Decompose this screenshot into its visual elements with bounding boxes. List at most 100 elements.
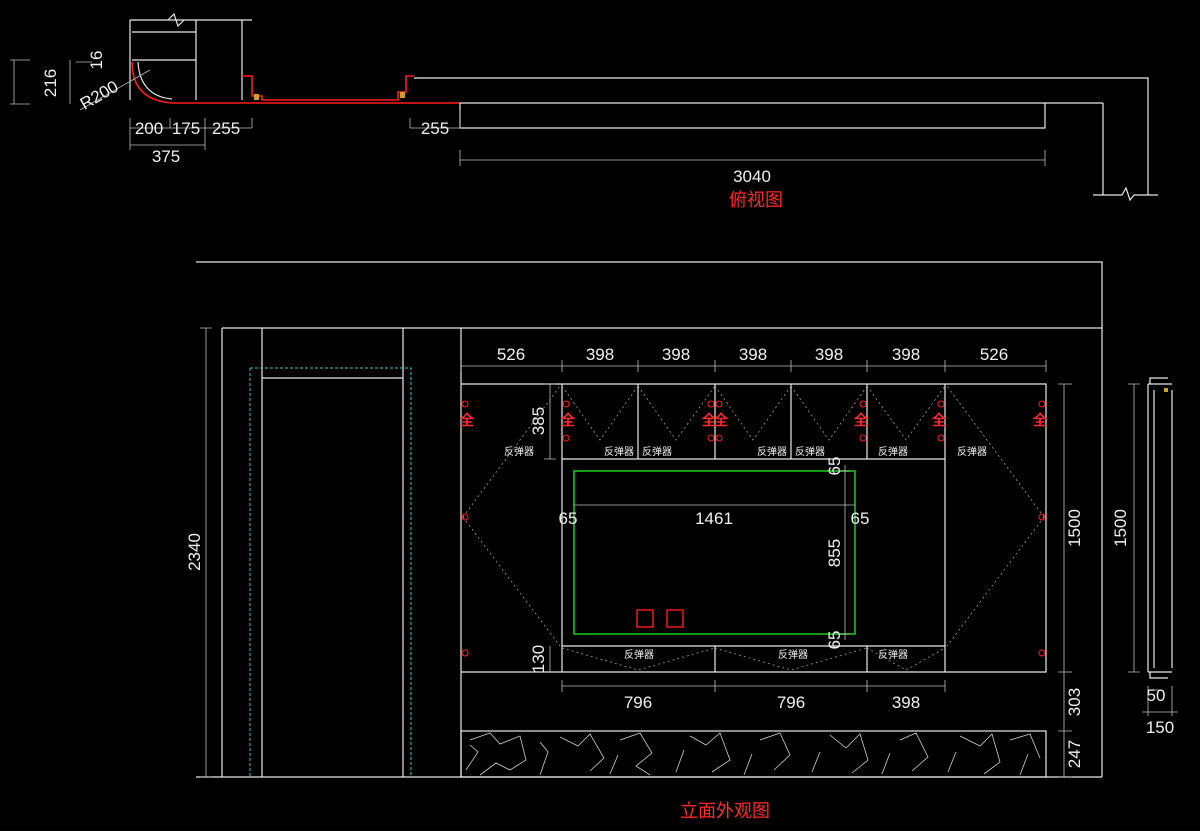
- tv-dim-right: 65: [851, 509, 870, 528]
- dim-r200: R200: [77, 77, 122, 114]
- dim-16: 16: [87, 51, 106, 70]
- rebound-label-2: 反弹器: [604, 445, 634, 458]
- stone-texture: [469, 732, 1041, 776]
- top-view-break-mark-right: [1093, 186, 1158, 202]
- lower-door-swing-lines: [561, 647, 946, 671]
- top-width-4: 398: [739, 345, 767, 364]
- dim-1500: 1500: [1065, 509, 1084, 547]
- hinge-markers: [461, 400, 1046, 657]
- right-door-swing-lines: [946, 385, 1045, 647]
- rebound-label-8: 反弹器: [624, 648, 654, 661]
- top-view-dim-lines: [129, 118, 253, 150]
- dim-385: 385: [529, 407, 548, 435]
- socket-2: [666, 609, 684, 628]
- cabinet-verticals: [561, 384, 946, 672]
- stone-texture-2: [465, 741, 1029, 776]
- rebound-label-5: 反弹器: [795, 445, 825, 458]
- right-height-dim-line: [1058, 383, 1072, 778]
- side-view-hinge: [1164, 388, 1168, 392]
- top-width-1: 526: [497, 345, 525, 364]
- top-width-3: 398: [662, 345, 690, 364]
- top-view-break-mark: [167, 12, 185, 28]
- elevation-ceiling: [196, 261, 1103, 777]
- top-width-7: 526: [980, 345, 1008, 364]
- bottom-width-2: 796: [777, 693, 805, 712]
- dim-3040: 3040: [733, 167, 771, 186]
- side-bottom-dim-lines: [1142, 686, 1178, 716]
- rebound-label-1: 反弹器: [504, 445, 534, 458]
- top-width-dim-line: [460, 360, 1047, 372]
- upper-door-swing-lines: [561, 385, 946, 441]
- bottom-width-dim-line: [561, 680, 946, 692]
- handle-glyph-4: 全: [713, 412, 729, 428]
- elevation-side-panels: [221, 328, 462, 777]
- rebound-label-10: 反弹器: [878, 648, 908, 661]
- rebound-label-6: 反弹器: [878, 445, 908, 458]
- stone-base-panel: [460, 730, 1047, 778]
- dim-130: 130: [529, 645, 548, 673]
- tv-outline: [573, 470, 856, 635]
- top-width-2: 398: [586, 345, 614, 364]
- top-view-cabinet: [414, 77, 1149, 195]
- side-dim-1500: 1500: [1111, 509, 1130, 547]
- top-view-dim-3040: [459, 150, 1046, 166]
- side-view-profile: [1147, 383, 1173, 673]
- dim-247: 247: [1065, 740, 1084, 768]
- top-view: 216 16 R200 200 175 255 375 255 3040 俯视图: [10, 12, 1158, 210]
- top-view-curve-inner: [137, 61, 173, 100]
- socket-1: [636, 609, 654, 628]
- tv-dim-width: 1461: [695, 509, 733, 528]
- top-view-curve: [131, 61, 250, 104]
- side-view-caps: [1149, 377, 1168, 679]
- dim-255-a: 255: [212, 119, 240, 138]
- dim-2340: 2340: [185, 533, 204, 571]
- top-width-6: 398: [892, 345, 920, 364]
- side-dim-50: 50: [1147, 686, 1166, 705]
- handle-glyph-1: 全: [459, 412, 475, 428]
- top-view-dim-vertical: [10, 59, 92, 105]
- dim-216: 216: [41, 69, 60, 97]
- left-door-swing-lines: [462, 385, 561, 647]
- top-width-5: 398: [815, 345, 843, 364]
- side-view: 1500 50 150: [1111, 377, 1178, 737]
- tv-dim-lines: [574, 465, 855, 640]
- top-view-hinge-right: [400, 92, 405, 98]
- top-view-hinge-left: [254, 94, 259, 100]
- side-dim-1500-line: [1128, 383, 1140, 673]
- dim-200: 200: [135, 119, 163, 138]
- bottom-width-1: 796: [624, 693, 652, 712]
- top-view-wall-inner: [132, 31, 196, 61]
- handle-glyph-2: 全: [560, 412, 576, 428]
- tv-dim-top: 65: [825, 457, 844, 476]
- dim-375: 375: [152, 147, 180, 166]
- handle-glyph-6: 全: [931, 412, 947, 428]
- bottom-width-3: 398: [892, 693, 920, 712]
- dim-303: 303: [1065, 688, 1084, 716]
- top-view-title: 俯视图: [729, 190, 783, 210]
- tv-dim-left: 65: [559, 509, 578, 528]
- rebound-label-4: 反弹器: [757, 445, 787, 458]
- top-view-radius-leader: [79, 69, 151, 111]
- rebound-label-7: 反弹器: [957, 445, 987, 458]
- cabinet-lower-shelf: [562, 645, 945, 672]
- elevation-view: 全 全 全 全 全 全 全 反弹器 反弹器 反弹器 反弹器 反弹器 反弹器 反弹…: [185, 261, 1103, 821]
- handle-glyph-3: 全: [701, 412, 717, 428]
- handle-glyph-5: 全: [853, 412, 869, 428]
- dim-255-b: 255: [421, 119, 449, 138]
- tv-dim-bottom: 65: [825, 631, 844, 650]
- dim-2340-line: [200, 327, 212, 778]
- elevation-door-outline: [249, 367, 412, 777]
- dim-175: 175: [172, 119, 200, 138]
- elevation-title: 立面外观图: [680, 801, 770, 821]
- tv-dim-height: 855: [825, 539, 844, 567]
- rebound-label-9: 反弹器: [778, 648, 808, 661]
- side-dim-150: 150: [1146, 718, 1174, 737]
- top-view-dim-255: [409, 110, 461, 129]
- handle-glyph-7: 全: [1032, 412, 1048, 428]
- top-view-profile: [242, 75, 414, 101]
- cabinet-frame: [461, 383, 1047, 673]
- rebound-label-3: 反弹器: [642, 445, 672, 458]
- dim-385-line: [544, 383, 556, 460]
